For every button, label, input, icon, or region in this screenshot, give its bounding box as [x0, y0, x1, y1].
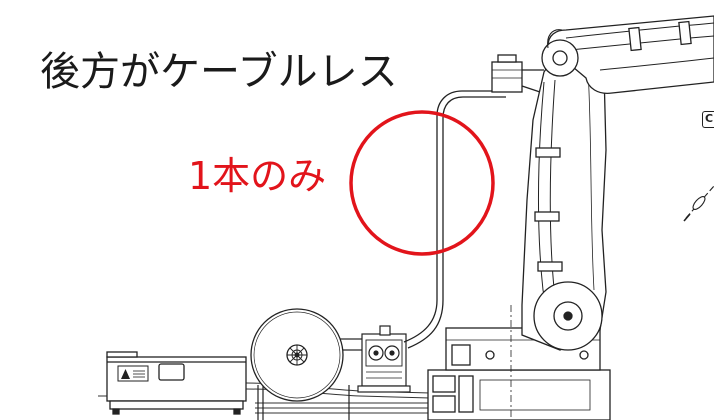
rear-cable — [403, 90, 506, 349]
cable-outer-edge — [403, 90, 506, 343]
hub-gear-icon — [287, 345, 307, 365]
turntable-port — [451, 344, 471, 366]
base-connector — [432, 395, 456, 413]
arm-edge-line — [587, 69, 595, 291]
base-connector — [458, 375, 474, 413]
cable-clamp — [534, 211, 560, 222]
cable-inner-edge — [407, 96, 506, 349]
torch-guide — [683, 185, 714, 222]
control-box — [106, 351, 247, 415]
wire-feeder — [357, 325, 411, 393]
forearm-clamp — [628, 26, 642, 52]
warning-label-icon — [117, 365, 149, 382]
side-label-text: C — [705, 112, 714, 125]
elbow-joint-cap — [552, 50, 568, 66]
side-label-tag: C — [702, 111, 714, 128]
highlight-circle — [349, 110, 495, 256]
roller-axle — [373, 350, 379, 356]
motor-bracket — [521, 69, 544, 93]
axis-motor — [491, 54, 544, 93]
torch-nozzle — [692, 196, 706, 210]
base-bolt — [485, 350, 495, 360]
control-box-plinth — [109, 400, 244, 410]
callout-label: 1本のみ — [188, 154, 327, 198]
cable-clamp — [535, 147, 561, 158]
roller-axle — [389, 350, 395, 356]
torch-tip — [683, 213, 691, 222]
base-connector — [432, 375, 456, 393]
control-box-lid — [106, 351, 138, 358]
headline: 後方がケーブルレス — [40, 49, 398, 95]
base-detail — [479, 379, 591, 411]
hose-loop — [547, 29, 563, 49]
cable-clamp — [537, 261, 563, 272]
robot-base — [427, 305, 611, 420]
motor-body — [491, 61, 523, 93]
feeder-lever — [379, 325, 391, 336]
forearm-clamp — [678, 20, 692, 46]
motor-cap — [497, 54, 517, 63]
box-foot — [112, 408, 120, 415]
box-foot — [233, 408, 241, 415]
wire-spool — [250, 308, 344, 402]
display-panel — [158, 363, 185, 381]
base-bolt — [579, 350, 589, 360]
forearm-cable — [565, 22, 714, 39]
robot-lower-arm — [521, 43, 607, 351]
feeder-base — [357, 385, 411, 393]
forearm-cable — [599, 57, 714, 71]
shoulder-joint-hub — [563, 311, 573, 321]
robot-upper-arm — [541, 15, 714, 94]
floor-cables — [98, 382, 431, 414]
